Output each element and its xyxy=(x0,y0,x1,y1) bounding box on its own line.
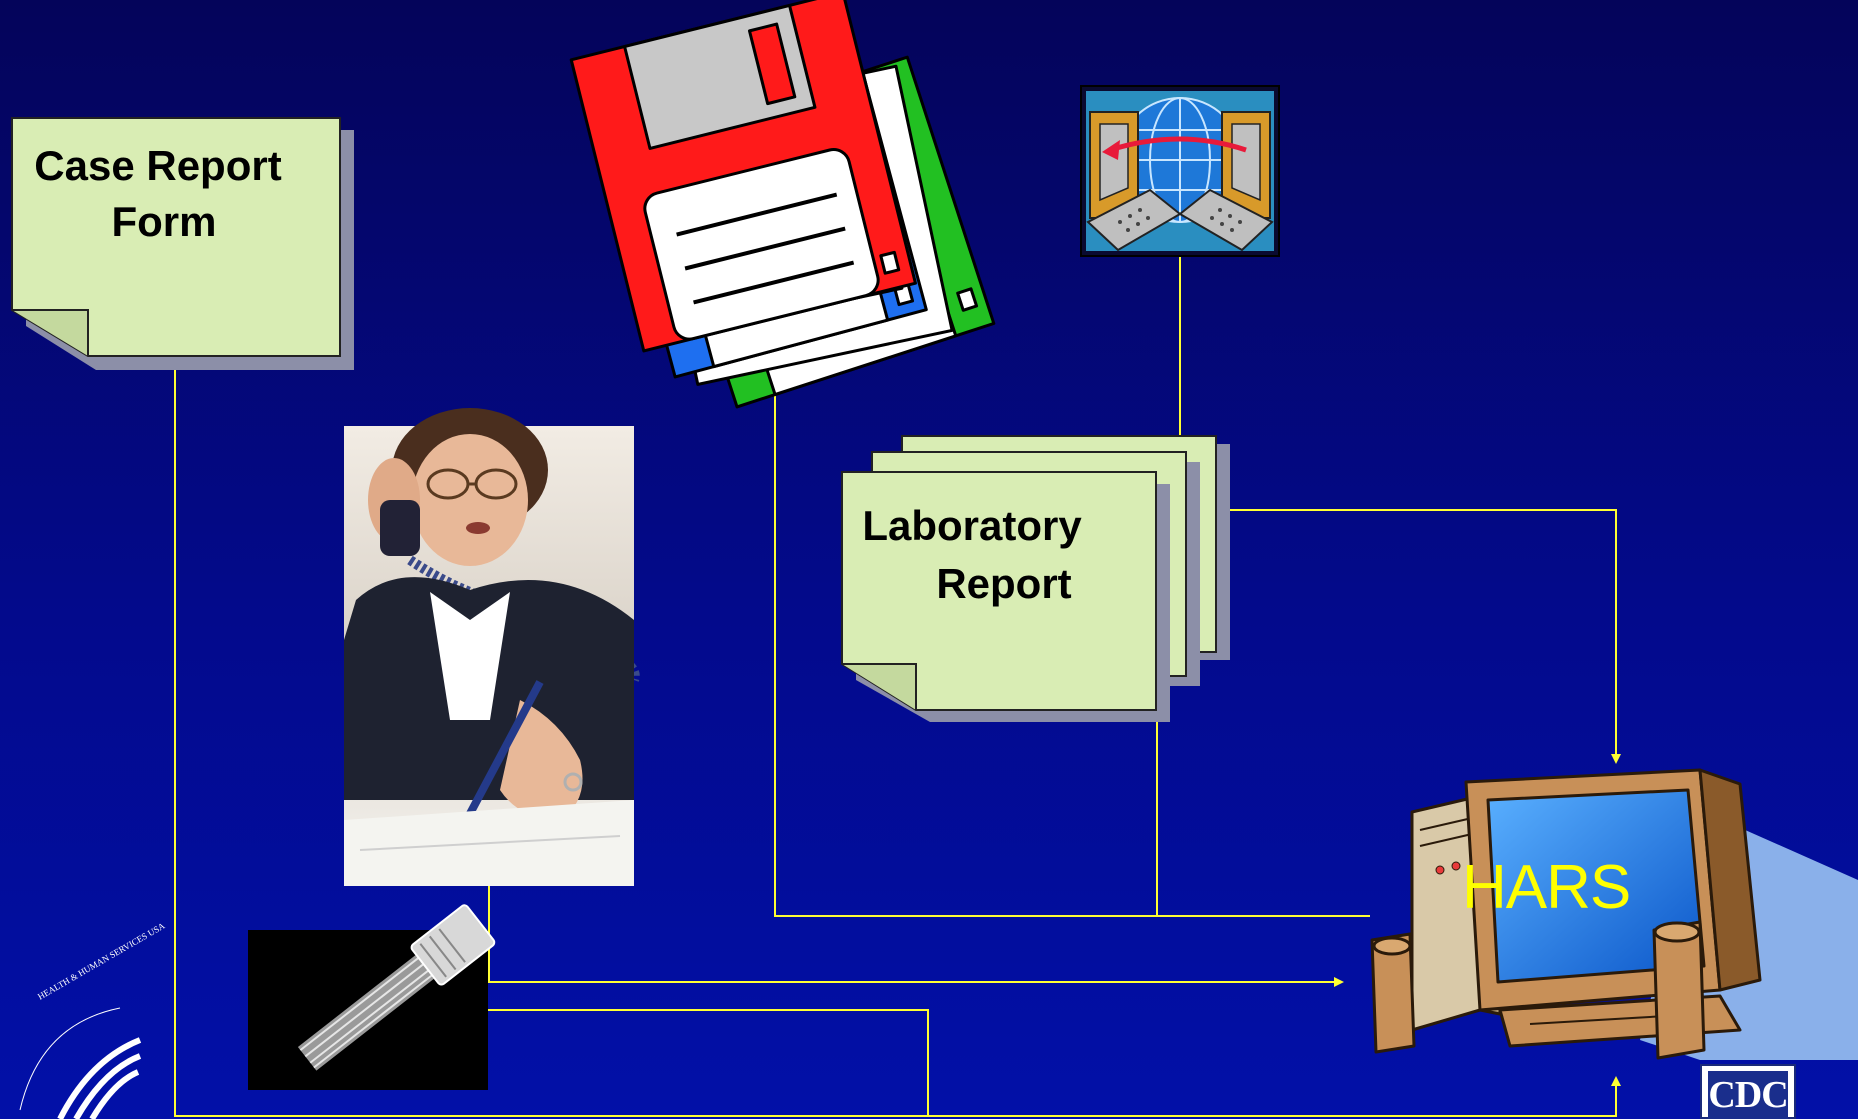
hhs-seal-text: HEALTH & HUMAN SERVICES USA xyxy=(36,920,167,1001)
case-report-label-line2: Form xyxy=(112,198,217,245)
case-report-form-note xyxy=(11,117,354,370)
connector-lines xyxy=(174,256,1621,1117)
connector-floppy xyxy=(774,390,1370,917)
lab-report-label-line1: Laboratory xyxy=(862,502,1082,549)
connector-phone-cable xyxy=(488,1009,929,1116)
laboratory-report-notes xyxy=(841,435,1230,722)
connector-case-report xyxy=(174,352,1621,1117)
cdc-logo: CDC xyxy=(1700,1064,1796,1119)
network-transfer-icon xyxy=(1080,85,1280,257)
telephone-cable-icon xyxy=(248,904,496,1090)
cdc-logo-text: CDC xyxy=(1708,1071,1789,1119)
hhs-seal-logo xyxy=(19,1007,142,1119)
woman-on-phone-photo xyxy=(344,408,640,886)
computer-icon xyxy=(1370,768,1858,1060)
floppy-disks-icon xyxy=(569,0,996,409)
lab-report-label-line2: Report xyxy=(936,560,1071,607)
connector-phone-call xyxy=(488,886,1344,987)
hars-label: HARS xyxy=(1462,853,1631,922)
case-report-label-line1: Case Report xyxy=(34,142,281,189)
connector-network xyxy=(1179,256,1621,764)
